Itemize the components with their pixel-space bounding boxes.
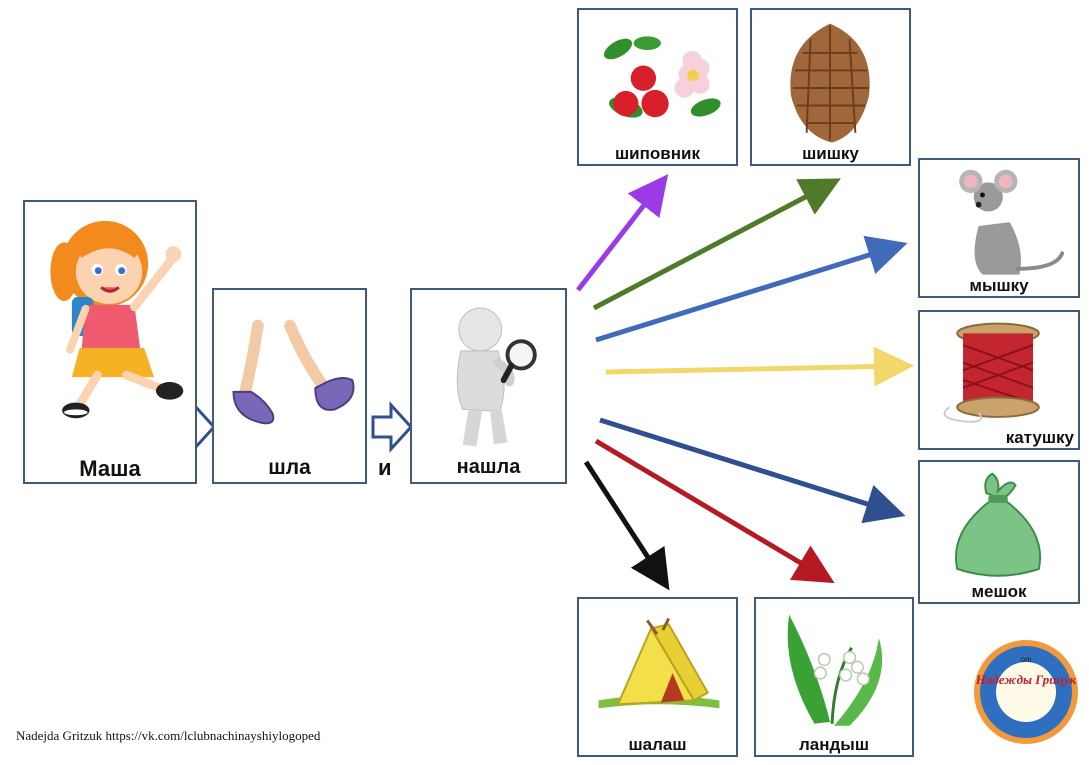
label-spool: катушку xyxy=(1005,428,1074,447)
lily-icon xyxy=(787,614,883,726)
rose-flower xyxy=(674,50,710,98)
mouse-icon xyxy=(959,169,1065,275)
card-hut: шалаш xyxy=(577,597,738,757)
label-masha: Маша xyxy=(79,456,141,481)
logo-name: Надежды Грицук xyxy=(975,672,1077,687)
magnifier-man-icon xyxy=(456,307,537,447)
arrow-to-rosehip xyxy=(576,174,669,292)
card-mouse: мышку xyxy=(918,158,1080,298)
arrow-to-mouse xyxy=(595,235,908,343)
label-hut: шалаш xyxy=(628,735,687,754)
logo-top-text: от xyxy=(1020,654,1032,664)
girl-icon xyxy=(50,220,184,419)
label-cone: шишку xyxy=(802,144,859,163)
label-mouse: мышку xyxy=(969,276,1029,295)
pine-cone-icon xyxy=(790,23,870,143)
arrow-to-lily xyxy=(594,438,835,584)
sack-icon xyxy=(955,472,1041,577)
rosehip-icon xyxy=(603,36,721,118)
card-rosehip: шиповник xyxy=(577,8,738,166)
hut-icon xyxy=(598,617,720,709)
card-masha: Маша xyxy=(23,200,197,484)
card-found: нашла xyxy=(410,288,567,484)
author-logo: Дидактические пособия Для развития речи … xyxy=(972,638,1080,746)
author-credit: Nadejda Gritzuk https://vk.com/lclubnach… xyxy=(16,728,321,743)
label-found: нашла xyxy=(456,456,521,478)
legs-icon xyxy=(232,319,355,425)
card-cone: шишку xyxy=(750,8,911,166)
card-walked: шла xyxy=(212,288,367,484)
card-spool: катушку xyxy=(918,310,1080,450)
arrow-to-cone xyxy=(592,178,841,311)
label-rosehip: шиповник xyxy=(615,144,700,163)
conjunction-and: и xyxy=(378,455,392,480)
card-sack: мешок xyxy=(918,460,1080,604)
arrow-to-sack xyxy=(599,417,906,524)
arrow-to-hut xyxy=(583,460,670,591)
arrow-to-spool xyxy=(605,346,914,387)
hollow-arrow-2 xyxy=(371,401,414,453)
logo-badge-icon: Дидактические пособия Для развития речи xyxy=(974,640,1078,744)
spool-icon xyxy=(943,322,1040,423)
card-lily: ландыш xyxy=(754,597,914,757)
label-sack: мешок xyxy=(971,582,1027,601)
label-walked: шла xyxy=(268,456,311,479)
label-lily: ландыш xyxy=(798,735,869,754)
